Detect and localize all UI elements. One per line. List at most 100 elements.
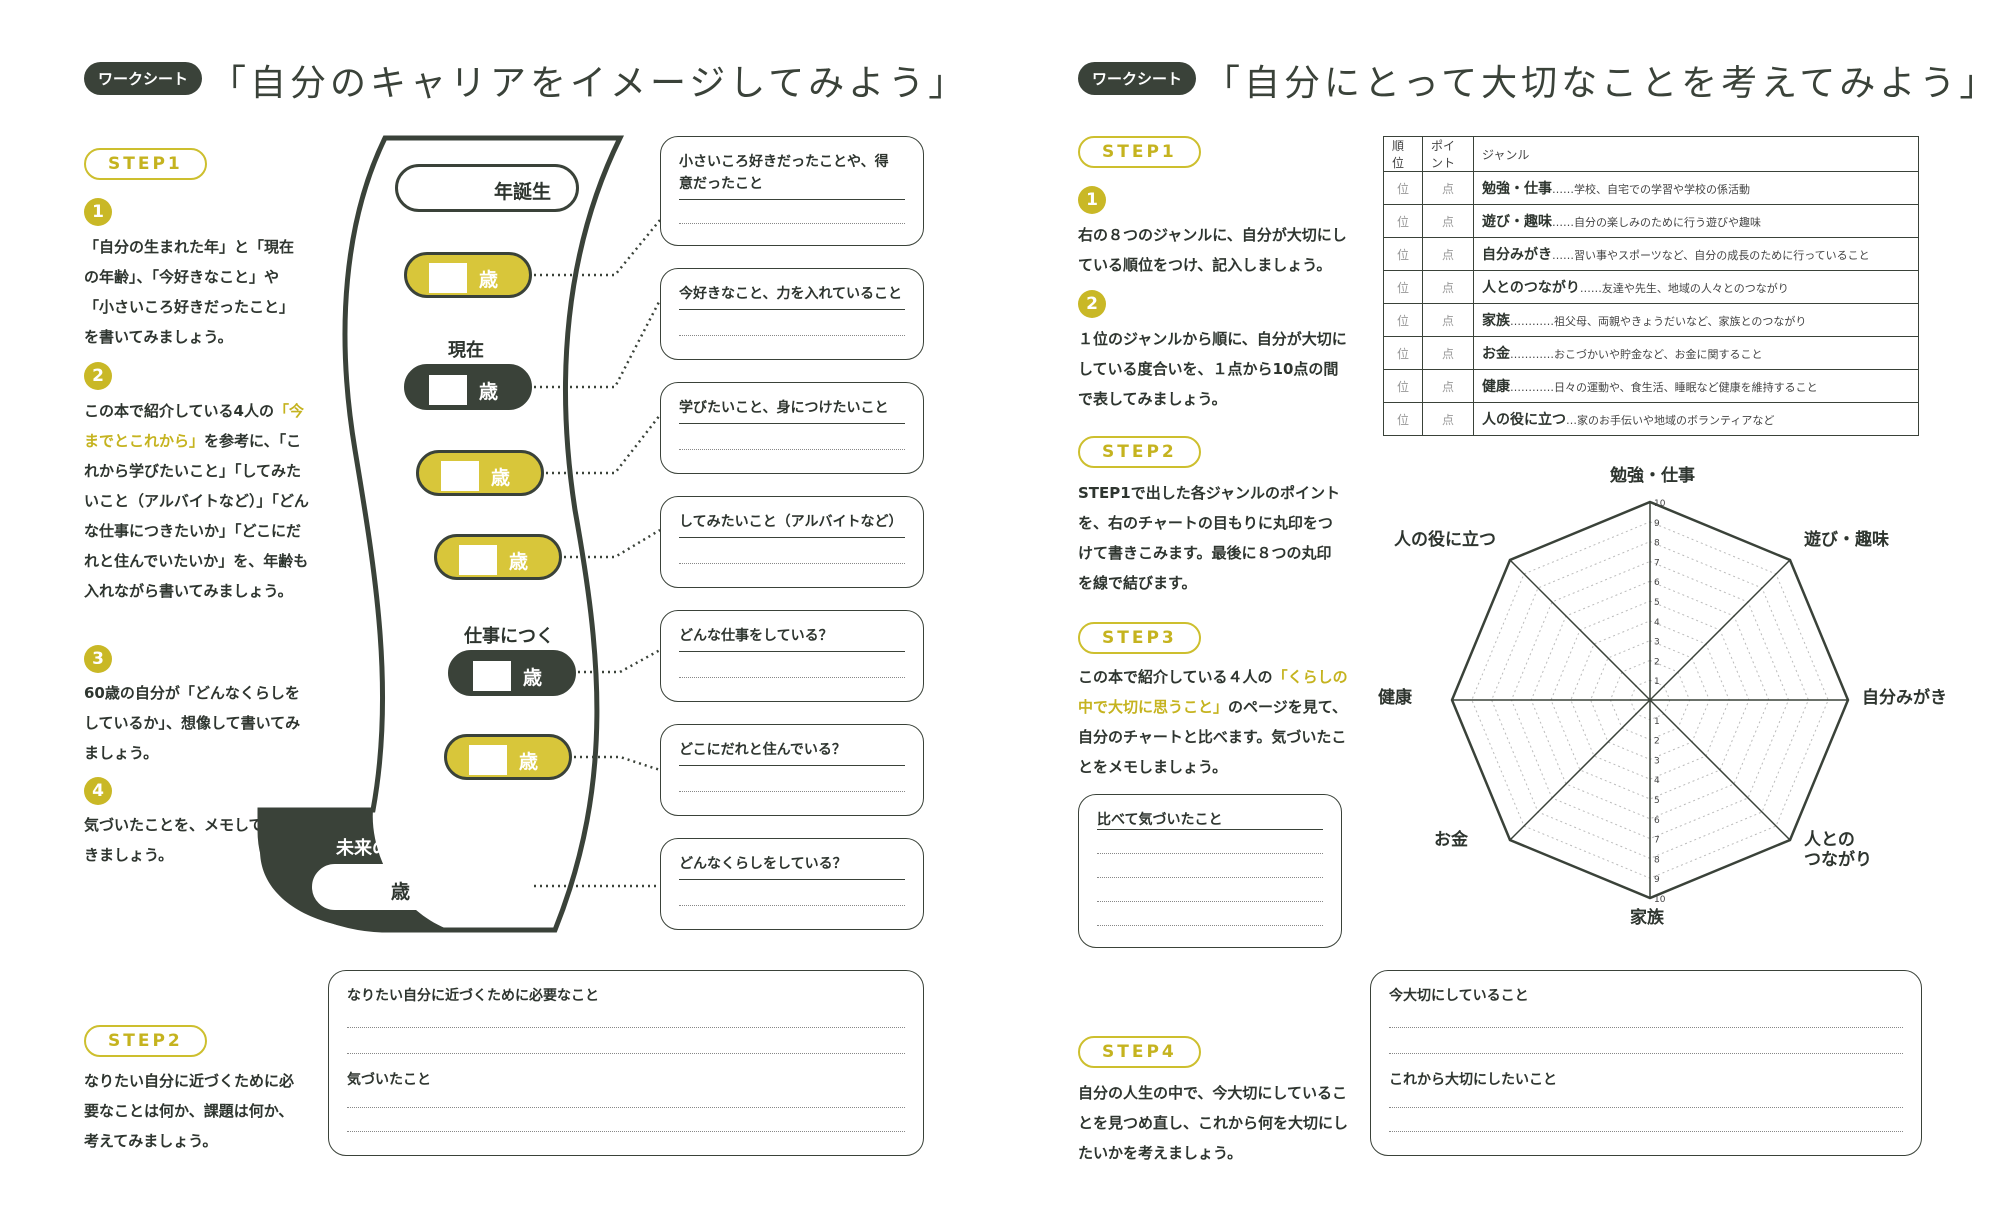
point-cell[interactable]: 点 bbox=[1422, 336, 1474, 370]
point-cell[interactable]: 点 bbox=[1422, 369, 1474, 403]
point-cell[interactable]: 点 bbox=[1422, 303, 1474, 337]
future-important-label: これから大切にしたいこと bbox=[1389, 1072, 1557, 1088]
table-row: 位点人の役に立つ…家のお手伝いや地域のボランティアなど bbox=[1383, 402, 1919, 436]
rank-cell[interactable]: 位 bbox=[1383, 303, 1423, 337]
step1-instruction-2: １位のジャンルから順に、自分が大切にしている度合いを、１点から10点の間で表して… bbox=[1078, 330, 1347, 408]
point-header: ポイント bbox=[1422, 136, 1474, 172]
radar-tick-label: 6 bbox=[1654, 816, 1660, 826]
step2-instruction-left: なりたい自分に近づくために必要なことは何か、課題は何か、考えてみましょう。 bbox=[84, 1072, 295, 1150]
radar-tick-label: 8 bbox=[1654, 855, 1660, 865]
radar-tick-label: 10 bbox=[1654, 895, 1666, 905]
future-label: 未来の姿 bbox=[336, 838, 408, 859]
genre-name: 健康 bbox=[1482, 379, 1510, 395]
rank-cell[interactable]: 位 bbox=[1383, 369, 1423, 403]
genre-desc: ……学校、自宅での学習や学校の係活動 bbox=[1552, 183, 1750, 196]
age-input-box[interactable] bbox=[459, 545, 497, 575]
now-label: 現在 bbox=[448, 340, 484, 361]
radar-axis-label: 人との つながり bbox=[1804, 830, 1872, 870]
step1-instruction-1: 右の８つのジャンルに、自分が大切にしている順位をつけ、記入しましょう。 bbox=[1078, 226, 1347, 274]
box-label: してみたいこと（アルバイトなど） bbox=[679, 514, 903, 530]
age-unit: 歳 bbox=[391, 881, 411, 903]
radar-axis-label: 自分みがき bbox=[1862, 688, 1947, 708]
genre-desc: ……自分の楽しみのために行う遊びや趣味 bbox=[1552, 216, 1761, 229]
instruction-3: 60歳の自分が「どんなくらしをしているか」、想像して書いてみましょう。 bbox=[84, 684, 301, 762]
radar-tick-label: 2 bbox=[1654, 737, 1660, 747]
age-unit: 歳 bbox=[479, 381, 499, 403]
table-row: 位点遊び・趣味……自分の楽しみのために行う遊びや趣味 bbox=[1383, 204, 1919, 238]
genre-name: 勉強・仕事 bbox=[1482, 181, 1552, 197]
radar-tick-label: 10 bbox=[1654, 499, 1666, 509]
box-label: どんなくらしをしている？ bbox=[679, 856, 847, 872]
box-live[interactable]: どこにだれと住んでいる？ bbox=[660, 724, 924, 816]
radar-axis bbox=[1509, 699, 1651, 841]
step3-b: のページを見て、自分のチャートと比べます。気づいたことをメモしましょう。 bbox=[1078, 698, 1347, 776]
rank-cell[interactable]: 位 bbox=[1383, 402, 1423, 436]
point-cell[interactable]: 点 bbox=[1422, 270, 1474, 304]
radar-axis bbox=[1649, 559, 1791, 701]
age-pill-try[interactable]: 歳 bbox=[434, 534, 562, 580]
step3-highlight: 「くらしの中で大切に思うこと」 bbox=[1078, 668, 1348, 716]
number-4-icon: 4 bbox=[84, 777, 112, 805]
box-try[interactable]: してみたいこと（アルバイトなど） bbox=[660, 496, 924, 588]
box-childhood[interactable]: 小さいころ好きだったことや、得意だったこと bbox=[660, 136, 924, 246]
radar-tick-label: 3 bbox=[1654, 638, 1660, 648]
box-now-interest[interactable]: 今好きなこと、力を入れていること bbox=[660, 268, 924, 360]
box-life[interactable]: どんなくらしをしている？ bbox=[660, 838, 924, 930]
worksheet-badge-left: ワークシート bbox=[84, 62, 203, 95]
number-1-icon: 1 bbox=[84, 198, 112, 226]
connector-lines bbox=[530, 219, 662, 888]
instruction-2-highlight: 「今までとこれから」 bbox=[84, 402, 305, 450]
radar-tick-label: 4 bbox=[1654, 618, 1660, 628]
box-label: 今好きなこと、力を入れていること bbox=[679, 286, 903, 302]
genre-name: お金 bbox=[1482, 346, 1510, 362]
box-label: どこにだれと住んでいる？ bbox=[679, 742, 846, 758]
radar-tick-label: 7 bbox=[1654, 836, 1660, 846]
page-title-left: 「自分のキャリアをイメージしてみよう」 bbox=[210, 63, 969, 104]
genre-cell: 健康…………日々の運動や、食生活、睡眠など健康を維持すること bbox=[1473, 369, 1919, 403]
compare-notes-box[interactable]: 比べて気づいたこと bbox=[1078, 794, 1342, 948]
point-cell[interactable]: 点 bbox=[1422, 171, 1474, 205]
age-pill-learn[interactable]: 歳 bbox=[416, 450, 544, 496]
age-pill-job[interactable]: 歳 bbox=[448, 650, 576, 696]
age-pill-now[interactable]: 歳 bbox=[404, 364, 532, 410]
number-2-icon: 2 bbox=[84, 362, 112, 390]
genre-cell: 自分みがき……習い事やスポーツなど、自分の成長のために行っていること bbox=[1473, 237, 1919, 271]
box-label: どんな仕事をしている？ bbox=[679, 628, 833, 644]
age-pill-future[interactable]: 歳 bbox=[312, 864, 440, 910]
genre-cell: 遊び・趣味……自分の楽しみのために行う遊びや趣味 bbox=[1473, 204, 1919, 238]
radar-axis-label: お金 bbox=[1433, 830, 1468, 850]
step2-label-left: STEP2 bbox=[84, 1025, 207, 1057]
genre-desc: …………祖父母、両親やきょうだいなど、家族とのつながり bbox=[1510, 315, 1807, 328]
radar-axis-label: 遊び・趣味 bbox=[1804, 529, 1889, 550]
radar-axis bbox=[1509, 559, 1651, 701]
rank-cell[interactable]: 位 bbox=[1383, 336, 1423, 370]
genre-name: 人とのつながり bbox=[1482, 280, 1580, 296]
job-label: 仕事につく bbox=[464, 626, 554, 647]
table-row: 位点家族…………祖父母、両親やきょうだいなど、家族とのつながり bbox=[1383, 303, 1919, 337]
age-input-box[interactable] bbox=[441, 461, 479, 491]
birth-year-pill[interactable]: 年誕生 bbox=[395, 164, 579, 212]
age-input-box[interactable] bbox=[429, 375, 467, 405]
box-job[interactable]: どんな仕事をしている？ bbox=[660, 610, 924, 702]
age-pill-live[interactable]: 歳 bbox=[444, 734, 572, 780]
box-label: 学びたいこと、身につけたいこと bbox=[679, 400, 889, 416]
age-input-box[interactable] bbox=[473, 661, 511, 691]
radar-axis-label: 人の役に立つ bbox=[1393, 529, 1496, 550]
table-row: 位点自分みがき……習い事やスポーツなど、自分の成長のために行っていること bbox=[1383, 237, 1919, 271]
age-pill-childhood[interactable]: 歳 bbox=[404, 252, 532, 298]
needs-notes-box[interactable]: なりたい自分に近づくために必要なこと 気づいたこと bbox=[328, 970, 924, 1156]
point-cell[interactable]: 点 bbox=[1422, 402, 1474, 436]
radar-axis bbox=[1649, 699, 1791, 841]
rank-cell[interactable]: 位 bbox=[1383, 171, 1423, 205]
values-notes-box[interactable]: 今大切にしていること これから大切にしたいこと bbox=[1370, 970, 1922, 1156]
rank-cell[interactable]: 位 bbox=[1383, 270, 1423, 304]
rank-cell[interactable]: 位 bbox=[1383, 204, 1423, 238]
point-cell[interactable]: 点 bbox=[1422, 237, 1474, 271]
rank-cell[interactable]: 位 bbox=[1383, 237, 1423, 271]
genre-cell: 勉強・仕事……学校、自宅での学習や学校の係活動 bbox=[1473, 171, 1919, 205]
genre-name: 遊び・趣味 bbox=[1482, 214, 1552, 230]
box-learn[interactable]: 学びたいこと、身につけたいこと bbox=[660, 382, 924, 474]
age-input-box[interactable] bbox=[429, 263, 467, 293]
age-input-box[interactable] bbox=[469, 745, 507, 775]
point-cell[interactable]: 点 bbox=[1422, 204, 1474, 238]
